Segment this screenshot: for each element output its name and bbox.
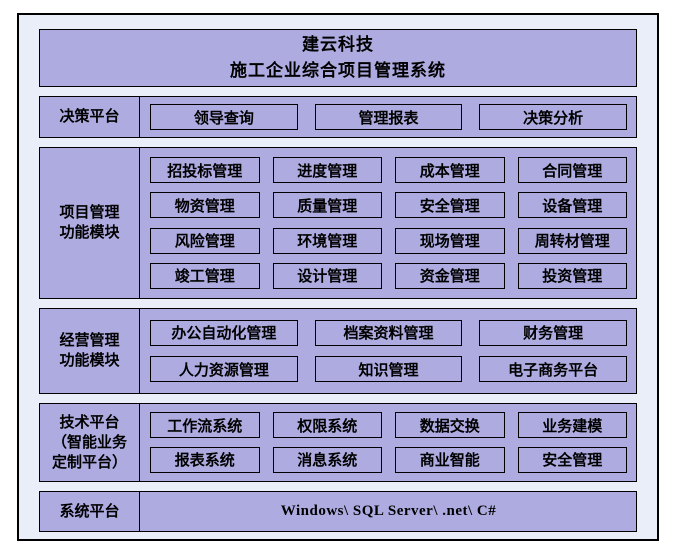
module-box: 办公自动化管理 — [150, 319, 298, 346]
section-decision-platform: 决策平台 领导查询管理报表决策分析 — [39, 96, 637, 138]
section-label-business-management-modules: 经营管理功能模块 — [40, 309, 140, 393]
section-label-decision-platform: 决策平台 — [40, 97, 140, 137]
module-box: 领导查询 — [150, 104, 298, 130]
module-box: 权限系统 — [272, 412, 382, 439]
section-label-line: 系统平台 — [59, 503, 120, 520]
module-box: 设备管理 — [517, 192, 627, 219]
module-box: 环境管理 — [272, 227, 382, 254]
module-box: 消息系统 — [272, 446, 382, 473]
module-row: 风险管理环境管理现场管理周转材管理 — [150, 227, 627, 254]
section-label-line: 经营管理 — [59, 333, 120, 349]
section-project-management-modules: 项目管理功能模块招投标管理进度管理成本管理合同管理物资管理质量管理安全管理设备管… — [39, 147, 637, 299]
section-label-line: 决策平台 — [59, 109, 120, 125]
section-label-line: 技术平台 — [59, 414, 120, 431]
module-box: 现场管理 — [395, 227, 505, 254]
section-content-decision-platform: 领导查询管理报表决策分析 — [140, 97, 636, 137]
section-business-management-modules: 经营管理功能模块办公自动化管理档案资料管理财务管理人力资源管理知识管理电子商务平… — [39, 308, 637, 394]
module-row: 工作流系统权限系统数据交换业务建模 — [150, 412, 627, 439]
module-row: 领导查询管理报表决策分析 — [150, 104, 628, 130]
section-content-technology-platform: 工作流系统权限系统数据交换业务建模报表系统消息系统商业智能安全管理 — [140, 404, 636, 481]
module-box: 设计管理 — [272, 262, 382, 289]
module-box: 决策分析 — [479, 104, 628, 130]
module-box: 档案资料管理 — [314, 319, 463, 346]
module-box: 合同管理 — [517, 157, 627, 184]
module-box: 物资管理 — [150, 192, 260, 219]
module-box: 成本管理 — [395, 157, 505, 184]
section-label-line: （智能业务 — [51, 434, 127, 451]
system-title: 施工企业综合项目管理系统 — [230, 61, 446, 80]
section-label-line: 功能模块 — [59, 225, 120, 241]
platform-text: Windows\ SQL Server\ .net\ C# — [280, 503, 497, 519]
section-content-system-platform: Windows\ SQL Server\ .net\ C# — [140, 492, 636, 531]
module-box: 数据交换 — [395, 412, 505, 439]
section-label-line: 项目管理 — [59, 205, 120, 221]
module-box: 质量管理 — [272, 192, 382, 219]
module-box: 知识管理 — [314, 356, 463, 383]
module-box: 资金管理 — [395, 262, 505, 289]
module-box: 安全管理 — [395, 192, 505, 219]
module-row: 办公自动化管理档案资料管理财务管理 — [150, 319, 628, 346]
section-label-technology-platform: 技术平台 （智能业务定制平台） — [40, 404, 140, 481]
module-box: 财务管理 — [479, 319, 628, 346]
module-box: 周转材管理 — [517, 227, 627, 254]
sections-container: 建云科技 施工企业综合项目管理系统 决策平台 领导查询管理报表决策分析项目管理功能… — [19, 15, 657, 532]
module-box: 安全管理 — [517, 446, 627, 473]
module-row: 竣工管理设计管理资金管理投资管理 — [150, 262, 627, 289]
module-box: 投资管理 — [517, 262, 627, 289]
module-box: 竣工管理 — [150, 262, 260, 289]
diagram-frame: 建云科技 施工企业综合项目管理系统 决策平台 领导查询管理报表决策分析项目管理功能… — [17, 13, 659, 541]
module-box: 人力资源管理 — [150, 356, 298, 383]
module-row: 招投标管理进度管理成本管理合同管理 — [150, 157, 627, 184]
module-row: 物资管理质量管理安全管理设备管理 — [150, 192, 627, 219]
module-box: 管理报表 — [314, 104, 463, 130]
module-row: 人力资源管理知识管理电子商务平台 — [150, 356, 628, 383]
module-box: 风险管理 — [150, 227, 260, 254]
section-content-business-management-modules: 办公自动化管理档案资料管理财务管理人力资源管理知识管理电子商务平台 — [140, 309, 636, 393]
section-content-project-management-modules: 招投标管理进度管理成本管理合同管理物资管理质量管理安全管理设备管理风险管理环境管… — [140, 148, 636, 298]
section-system-platform: 系统平台 Windows\ SQL Server\ .net\ C# — [39, 491, 637, 532]
section-label-system-platform: 系统平台 — [40, 492, 140, 531]
section-label-project-management-modules: 项目管理功能模块 — [40, 148, 140, 298]
module-row: 报表系统消息系统商业智能安全管理 — [150, 446, 627, 473]
module-box: 工作流系统 — [150, 412, 260, 439]
module-box: 招投标管理 — [150, 157, 260, 184]
module-box: 业务建模 — [517, 412, 627, 439]
module-box: 报表系统 — [150, 446, 260, 473]
company-name: 建云科技 — [302, 35, 374, 54]
module-box: 商业智能 — [395, 446, 505, 473]
section-technology-platform: 技术平台（智能业务定制平台）工作流系统权限系统数据交换业务建模报表系统消息系统商… — [39, 403, 637, 482]
module-box: 电子商务平台 — [479, 356, 628, 383]
module-box: 进度管理 — [272, 157, 382, 184]
title-panel: 建云科技 施工企业综合项目管理系统 — [39, 29, 637, 87]
section-label-line: 功能模块 — [59, 353, 120, 369]
section-label-line: 定制平台） — [51, 454, 127, 471]
